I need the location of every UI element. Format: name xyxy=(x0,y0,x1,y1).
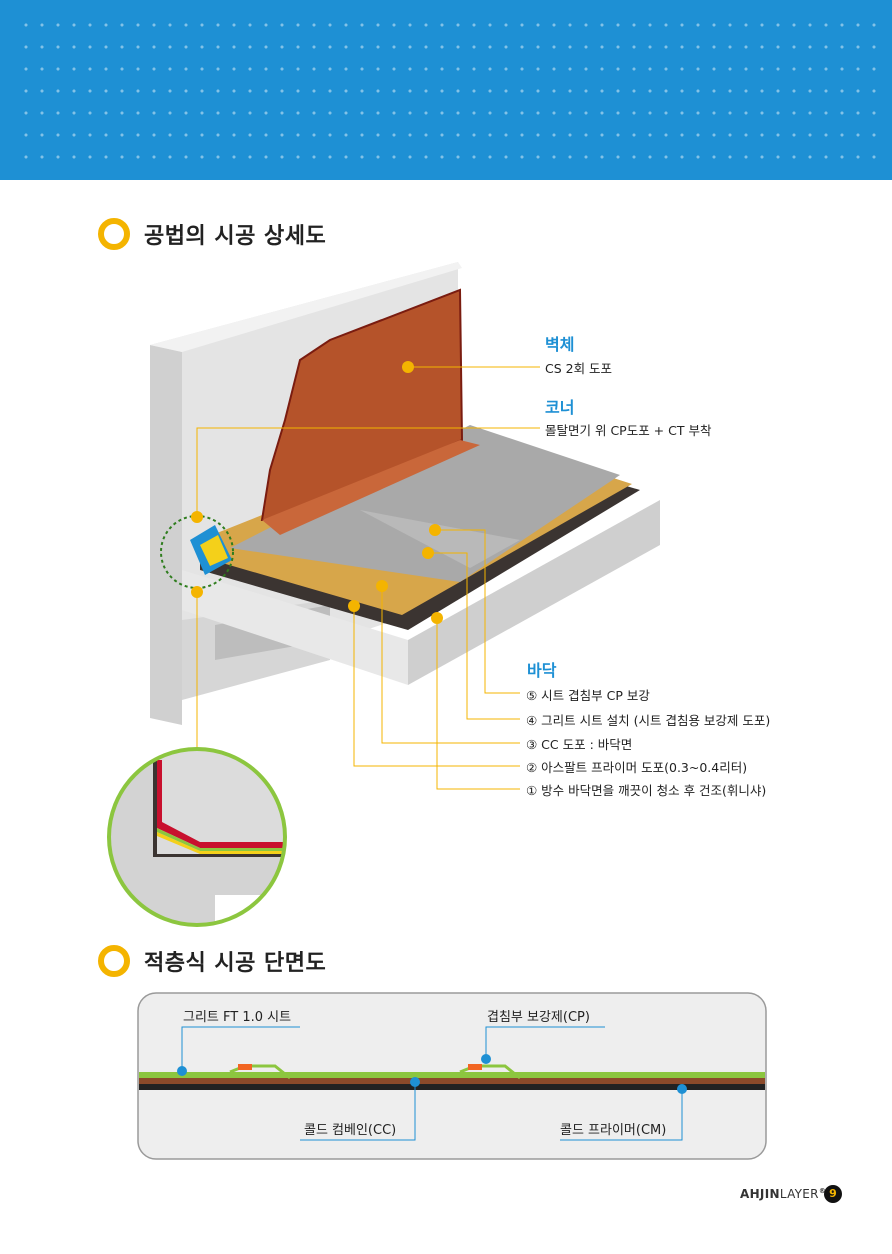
floor-slab-front xyxy=(182,570,408,685)
sheet-overlap xyxy=(360,510,520,568)
wall-side xyxy=(150,345,182,725)
dot-pattern xyxy=(18,14,882,170)
wall-text: CS 2회 도포 xyxy=(545,361,613,376)
section-title-text: 공법의 시공 상세도 xyxy=(144,224,327,249)
corner-fillet xyxy=(262,440,480,535)
corner-layer-yellow xyxy=(200,535,228,566)
section-title-text: 적층식 시공 단면도 xyxy=(144,951,327,976)
label-overlap: 겹침부 보강제(CP) xyxy=(487,1010,590,1025)
ring-bullet-icon xyxy=(98,945,130,977)
top-banner xyxy=(0,0,892,180)
zoom-detail xyxy=(107,747,287,927)
corner-heading: 코너 xyxy=(545,398,575,417)
brand-bold: AHJIN xyxy=(740,1187,780,1201)
leader-dots xyxy=(191,361,443,624)
floor-step-3: ③ CC 도포 : 바닥면 xyxy=(526,737,633,752)
floor-heading: 바닥 xyxy=(527,661,557,680)
corner-text: 몰탈면기 위 CP도포 + CT 부착 xyxy=(545,423,712,438)
floor-step-1: ① 방수 바닥면을 깨끗이 청소 후 건조(휘니샤) xyxy=(526,783,767,798)
page-number: 9 xyxy=(824,1185,842,1203)
wall-top xyxy=(150,262,462,352)
floor-step-5: ⑤ 시트 겹침부 CP 보강 xyxy=(526,688,650,703)
section-view xyxy=(137,992,767,1160)
leader-lines xyxy=(196,366,540,790)
label-cold-cc: 콜드 컴베인(CC) xyxy=(304,1123,397,1138)
brand-thin: LAYER xyxy=(779,1187,819,1201)
label-cold-cm: 콜드 프라이머(CM) xyxy=(560,1123,667,1138)
section-title-section: 적층식 시공 단면도 xyxy=(98,945,326,977)
section-title-detail: 공법의 시공 상세도 xyxy=(98,218,326,250)
grit-sheet xyxy=(230,425,620,582)
floor-step-4: ④ 그리트 시트 설치 (시트 겹침용 보강제 도포) xyxy=(526,713,771,728)
label-grit-sheet: 그리트 FT 1.0 시트 xyxy=(183,1010,292,1025)
ring-bullet-icon xyxy=(98,218,130,250)
floor-slab-right xyxy=(408,500,660,685)
wall-heading: 벽체 xyxy=(545,335,575,354)
floor-step-2: ② 아스팔트 프라이머 도포(0.3~0.4리터) xyxy=(526,760,748,775)
brand-logo: AHJINLAYER® xyxy=(740,1187,826,1201)
brand-reg: ® xyxy=(818,1187,827,1195)
